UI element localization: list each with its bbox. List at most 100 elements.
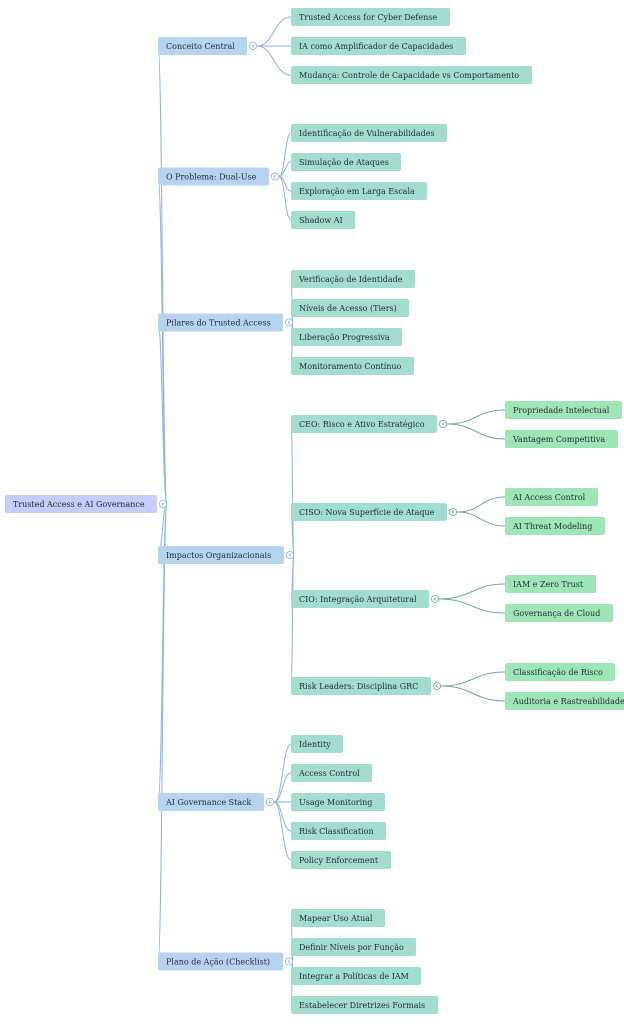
- node-label: Mudança: Controle de Capacidade vs Compo…: [299, 71, 519, 80]
- leaf-auditoria-e-rastreabilidade[interactable]: Auditoria e Rastreabilidade: [505, 692, 624, 710]
- node-label: Conceito Central: [166, 42, 235, 51]
- node-box: [291, 764, 372, 782]
- node-cio-integracao-arquitetural[interactable]: CIO: Integração Arquitetural: [291, 590, 429, 608]
- node-box: [291, 153, 401, 171]
- chevron-left-icon: [441, 422, 445, 426]
- node-label: Impactos Organizacionais: [166, 551, 271, 560]
- node-shadow-ai[interactable]: Shadow AI: [291, 211, 355, 229]
- node-box: [291, 590, 429, 608]
- node-risk-leaders-disciplina-grc[interactable]: Risk Leaders: Disciplina GRC: [291, 677, 431, 695]
- node-label: CIO: Integração Arquitetural: [299, 595, 417, 604]
- node-label: Níveis de Acesso (Tiers): [299, 304, 397, 313]
- collapse-toggle-icon[interactable]: [265, 798, 274, 807]
- collapse-toggle-icon[interactable]: [430, 595, 439, 604]
- node-box: [291, 851, 391, 869]
- node-identity[interactable]: Identity: [291, 735, 343, 753]
- connector-line: [438, 598, 506, 614]
- node-box: [291, 357, 414, 375]
- node-ia-como-amplificador-de-capacidades[interactable]: IA como Amplificador de Capacidades: [291, 37, 466, 55]
- node-integrar-a-politicas-de-iam[interactable]: Integrar a Políticas de IAM: [291, 967, 421, 985]
- connector-line: [440, 685, 506, 702]
- leaf-iam-e-zero-trust[interactable]: IAM e Zero Trust: [505, 575, 596, 593]
- branch-o-problema-dual-use[interactable]: O Problema: Dual-Use: [158, 167, 269, 186]
- connector-line: [157, 176, 168, 505]
- node-label: Auditoria e Rastreabilidade: [512, 697, 624, 706]
- node-mapear-uso-atual[interactable]: Mapear Uso Atual: [291, 909, 385, 927]
- connector-line: [157, 45, 168, 505]
- node-box: [291, 299, 409, 317]
- collapse-toggle-icon[interactable]: [432, 682, 441, 691]
- node-ceo-risco-e-ativo-estrategico[interactable]: CEO: Risco e Ativo Estratégico: [291, 415, 437, 433]
- leaf-propriedade-intelectual[interactable]: Propriedade Intelectual: [505, 401, 622, 419]
- node-monitoramento-continuo[interactable]: Monitoramento Contínuo: [291, 357, 414, 375]
- node-definir-niveis-por-funcao[interactable]: Definir Níveis por Função: [291, 938, 416, 956]
- leaf-governanca-de-cloud[interactable]: Governança de Cloud: [505, 604, 613, 622]
- branch-pilares-do-trusted-access[interactable]: Pilares do Trusted Access: [158, 313, 283, 332]
- node-label: Simulação de Ataques: [299, 158, 389, 167]
- node-label: Integrar a Políticas de IAM: [299, 972, 409, 981]
- branch-conceito-central[interactable]: Conceito Central: [158, 37, 247, 55]
- node-label: Trusted Access for Cyber Defense: [299, 13, 437, 22]
- node-box: [291, 328, 402, 346]
- node-box: [291, 66, 532, 84]
- collapse-toggle-icon[interactable]: [285, 551, 294, 560]
- node-label: Vantagem Competitiva: [512, 435, 605, 444]
- node-estabelecer-diretrizes-formais[interactable]: Estabelecer Diretrizes Formais: [291, 996, 438, 1014]
- node-exploracao-em-larga-escala[interactable]: Exploração em Larga Escala: [291, 182, 427, 200]
- node-label: Policy Enforcement: [299, 856, 379, 865]
- chevron-left-icon: [268, 800, 272, 804]
- leaf-vantagem-competitiva[interactable]: Vantagem Competitiva: [505, 430, 618, 448]
- node-box: [505, 401, 622, 419]
- node-box: [291, 124, 447, 142]
- collapse-toggle-icon[interactable]: [248, 42, 257, 51]
- node-label: Verificação de Identidade: [298, 275, 403, 284]
- branch-impactos-organizacionais[interactable]: Impactos Organizacionais: [158, 546, 284, 564]
- node-box: [291, 735, 343, 753]
- collapse-toggle-icon[interactable]: [438, 419, 447, 428]
- node-box: [505, 488, 598, 506]
- connector-line: [256, 45, 292, 76]
- node-label: Exploração em Larga Escala: [299, 187, 415, 196]
- collapse-toggle-icon[interactable]: [284, 957, 293, 966]
- branch-ai-governance-stack[interactable]: AI Governance Stack: [158, 793, 264, 811]
- node-policy-enforcement[interactable]: Policy Enforcement: [291, 851, 391, 869]
- node-label: Usage Monitoring: [299, 798, 372, 807]
- node-simulacao-de-ataques[interactable]: Simulação de Ataques: [291, 153, 401, 171]
- node-box: [505, 430, 618, 448]
- node-verificacao-de-identidade[interactable]: Verificação de Identidade: [291, 270, 415, 288]
- collapse-toggle-icon[interactable]: [158, 499, 167, 508]
- node-ciso-nova-superficie-de-ataque[interactable]: CISO: Nova Superfície de Ataque: [291, 503, 447, 521]
- collapse-toggle-icon[interactable]: [448, 507, 457, 516]
- node-box: [291, 967, 421, 985]
- node-box: [291, 909, 385, 927]
- node-label: O Problema: Dual-Use: [166, 173, 257, 182]
- connector-line: [273, 801, 292, 861]
- connector-line: [440, 671, 506, 687]
- leaf-classificacao-de-risco[interactable]: Classificação de Risco: [505, 663, 615, 681]
- node-box: [291, 996, 438, 1014]
- node-label: Access Control: [298, 769, 360, 778]
- root-node[interactable]: Trusted Access e AI Governance: [5, 495, 157, 513]
- leaf-ai-access-control[interactable]: AI Access Control: [505, 488, 598, 506]
- node-risk-classification[interactable]: Risk Classification: [291, 822, 386, 840]
- connector-line: [438, 583, 506, 600]
- leaf-ai-threat-modeling[interactable]: AI Threat Modeling: [505, 517, 605, 535]
- branch-plano-de-acao-checklist[interactable]: Plano de Ação (Checklist): [158, 952, 283, 971]
- node-identificacao-de-vulnerabilidades[interactable]: Identificação de Vulnerabilidades: [291, 124, 447, 142]
- node-mudanca-controle-de-capacidade-vs-comportamento[interactable]: Mudança: Controle de Capacidade vs Compo…: [291, 66, 532, 84]
- connector-line: [446, 423, 506, 440]
- node-trusted-access-for-cyber-defense[interactable]: Trusted Access for Cyber Defense: [291, 8, 450, 26]
- collapse-toggle-icon[interactable]: [284, 318, 293, 327]
- connector-line: [278, 176, 292, 221]
- mindmap-nodes: Trusted Access e AI Governance Conceito C…: [5, 8, 624, 1014]
- chevron-left-icon: [273, 174, 277, 179]
- node-usage-monitoring[interactable]: Usage Monitoring: [291, 793, 385, 811]
- collapse-toggle-icon[interactable]: [270, 172, 279, 181]
- node-label: CISO: Nova Superfície de Ataque: [299, 508, 435, 517]
- chevron-left-icon: [433, 597, 437, 601]
- node-box: [505, 575, 596, 593]
- chevron-left-icon: [287, 320, 291, 325]
- node-liberacao-progressiva[interactable]: Liberação Progressiva: [291, 328, 402, 346]
- node-niveis-de-acesso-tiers[interactable]: Níveis de Acesso (Tiers): [291, 299, 409, 317]
- node-access-control[interactable]: Access Control: [291, 764, 372, 782]
